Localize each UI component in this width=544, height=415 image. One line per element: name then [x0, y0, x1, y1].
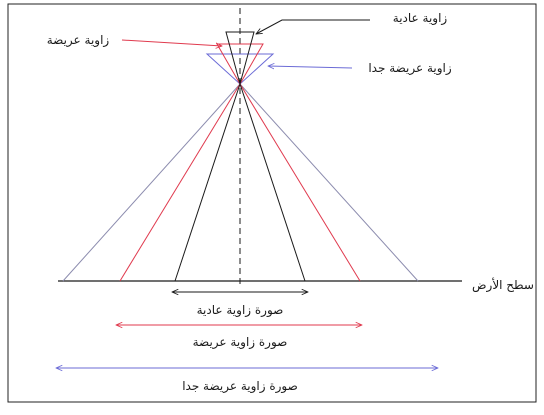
very-wide-field-right: [239, 83, 419, 282]
normal-image-label: صورة زاوية عادية: [197, 303, 284, 318]
very-wide-field-left: [62, 83, 241, 282]
wide-image-label: صورة زاوية عريضة: [193, 335, 288, 350]
very-wide-lens-cone: [205, 53, 275, 85]
normal-lens-cone: [225, 31, 255, 86]
normal-field-right: [239, 83, 306, 282]
very-wide-angle-pointer: [268, 66, 353, 68]
wide-lens-cone: [216, 43, 264, 86]
very-wide-angle-label: زاوية عريضة جدا: [368, 61, 452, 76]
normal-angle-pointer: [256, 19, 370, 34]
very-wide-image-label: صورة زاوية عريضة جدا: [182, 379, 298, 394]
wide-field-right: [239, 83, 361, 282]
ground-surface-label: سطح الأرض: [472, 277, 534, 293]
wide-field-left: [119, 83, 241, 282]
normal-field-left: [174, 83, 241, 282]
wide-angle-label: زاوية عريضة: [47, 33, 110, 48]
wide-angle-pointer: [121, 39, 222, 46]
diagram-frame: [7, 3, 537, 403]
normal-angle-label: زاوية عادية: [393, 11, 448, 26]
